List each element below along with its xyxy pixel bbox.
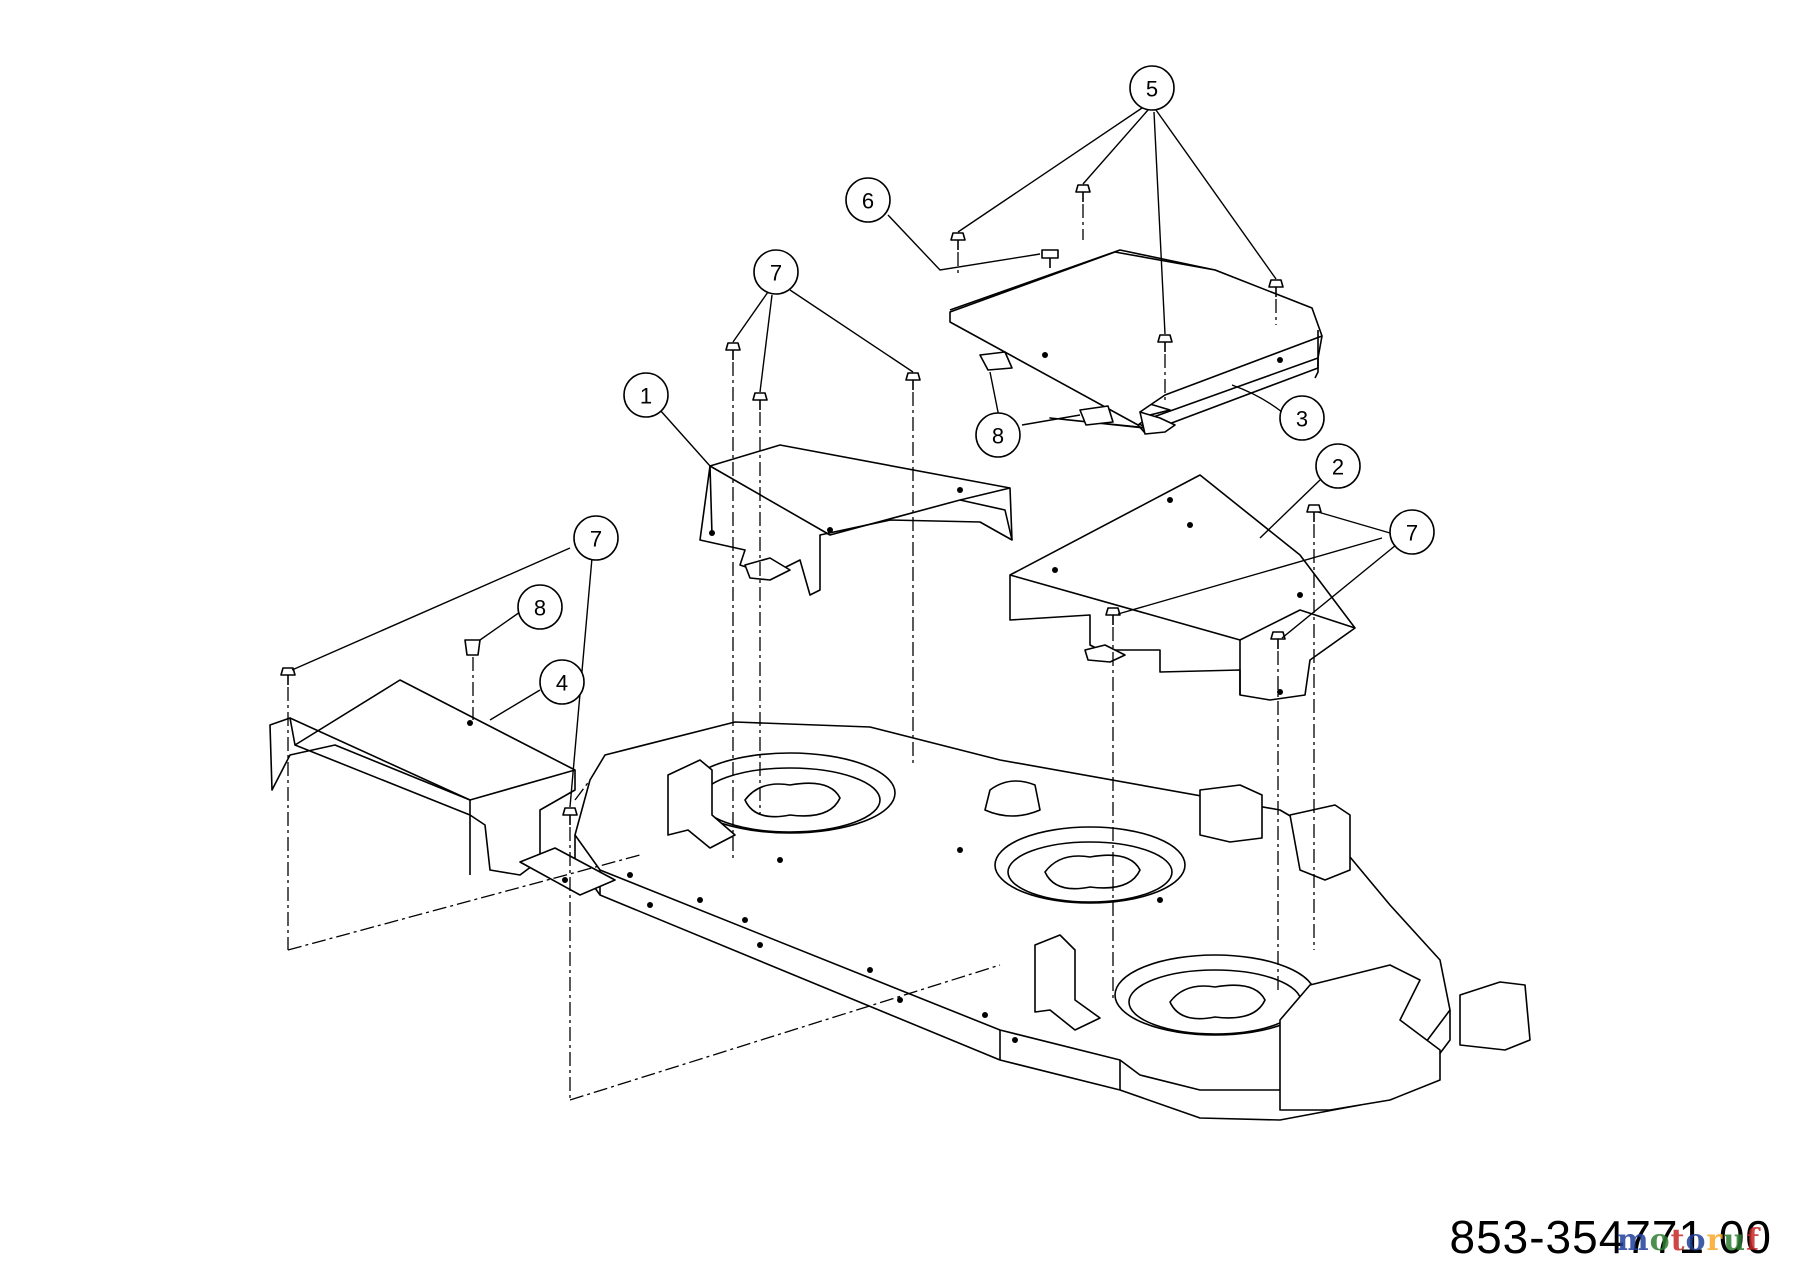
belt-cover-tab xyxy=(1139,411,1176,435)
bolt-icon xyxy=(1157,334,1173,352)
shield-tab xyxy=(744,557,791,581)
bolt-icon xyxy=(725,342,741,360)
part-3-belt-cover xyxy=(949,249,1323,435)
bolt-icon xyxy=(1105,607,1121,625)
chute-bracket xyxy=(1459,981,1531,1051)
svg-text:8: 8 xyxy=(992,424,1004,449)
callout-7-left: 7 xyxy=(573,515,619,561)
callout-4: 4 xyxy=(539,659,585,705)
belt-cover-top xyxy=(949,251,1323,426)
watermark-letter: f xyxy=(1746,1223,1760,1258)
fasteners xyxy=(280,184,1322,825)
bolt-icon xyxy=(280,667,296,685)
svg-text:5: 5 xyxy=(1146,77,1158,102)
part-4-cover xyxy=(269,679,616,896)
callout-1: 1 xyxy=(623,372,669,418)
spindle-center xyxy=(984,780,1186,904)
decal-upper xyxy=(979,351,1013,371)
pulley-cap xyxy=(984,780,1041,817)
callout-7-top: 7 xyxy=(753,249,799,295)
callout-2: 2 xyxy=(1315,443,1361,489)
bracket-left xyxy=(667,759,736,849)
svg-text:7: 7 xyxy=(1406,521,1418,546)
bolt-icon xyxy=(1268,279,1284,297)
part-1-shield xyxy=(699,444,1013,596)
bracket-right xyxy=(1199,784,1263,843)
watermark-letter: o xyxy=(1685,1223,1707,1258)
watermark-letter: t xyxy=(1670,1223,1686,1258)
watermark-logo: motoruf xyxy=(1617,1223,1760,1258)
bracket-middle xyxy=(1034,934,1101,1031)
svg-text:6: 6 xyxy=(862,189,874,214)
callout-8-top: 8 xyxy=(975,412,1021,458)
deck-holes xyxy=(627,847,1163,1043)
svg-text:2: 2 xyxy=(1332,455,1344,480)
watermark-letter: m xyxy=(1616,1223,1650,1258)
watermark-letter: r xyxy=(1706,1223,1724,1258)
bolt-icon xyxy=(752,392,768,410)
callouts: 5 6 7 1 8 3 2 7 xyxy=(517,65,1435,705)
callout-7-right: 7 xyxy=(1389,509,1435,555)
bolt-icon xyxy=(1041,249,1059,268)
mower-deck xyxy=(574,721,1531,1121)
callout-5: 5 xyxy=(1129,65,1175,111)
alignment-lines xyxy=(287,204,1315,1101)
svg-text:7: 7 xyxy=(590,527,602,552)
bolt-icon xyxy=(562,807,578,825)
svg-text:4: 4 xyxy=(556,671,568,696)
callout-8-left: 8 xyxy=(517,584,563,630)
part-number: 853-354771 00 xyxy=(1449,1211,1772,1263)
cover-4-foot xyxy=(519,847,616,896)
deck-hanger-right xyxy=(1289,804,1351,881)
callout-6: 6 xyxy=(845,177,891,223)
callout-3: 3 xyxy=(1279,395,1325,441)
watermark-letter: u xyxy=(1723,1223,1747,1258)
shield-2-tab xyxy=(1084,644,1126,663)
part-2-shield xyxy=(1009,474,1356,701)
svg-text:3: 3 xyxy=(1296,407,1308,432)
bolt-icon xyxy=(950,232,966,250)
bolt-icon xyxy=(1075,184,1091,202)
bolt-icon xyxy=(1306,504,1322,522)
push-nut-icon xyxy=(464,639,481,656)
bolt-icon xyxy=(905,372,921,390)
svg-text:8: 8 xyxy=(534,596,546,621)
bolt-icon xyxy=(1270,631,1286,649)
watermark-letter: o xyxy=(1649,1223,1671,1258)
svg-text:1: 1 xyxy=(640,384,652,409)
svg-text:7: 7 xyxy=(770,261,782,286)
decal-lower xyxy=(1079,405,1114,426)
discharge-chute xyxy=(1279,964,1441,1111)
leader-lines xyxy=(291,107,1397,808)
